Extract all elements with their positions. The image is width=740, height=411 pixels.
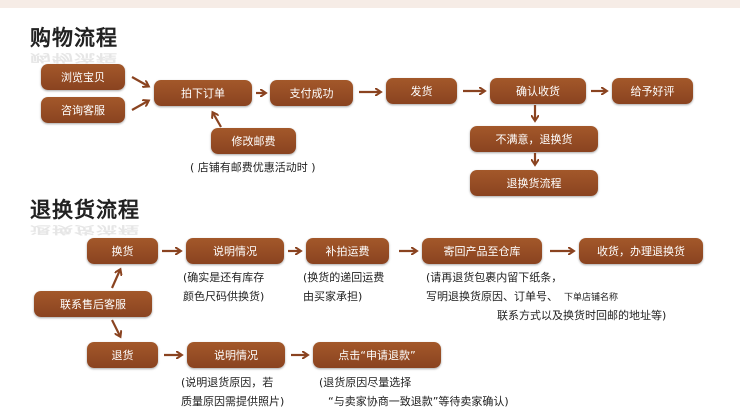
- return-flow-box: 退换货流程: [470, 170, 598, 196]
- package-note-line-3: 联系方式以及换货时回邮的地址等): [497, 309, 667, 322]
- reship-fee-box: 补拍运费: [306, 238, 389, 264]
- confirm-receipt-box: 确认收货: [490, 78, 586, 104]
- stock-note-line-1: (确实是还有库存: [183, 271, 265, 284]
- stock-note: (确实是还有库存 颜色尺码供换货): [183, 268, 264, 306]
- arrow-contact-to-exchange: [110, 270, 120, 289]
- give-review-box: 给予好评: [612, 78, 693, 104]
- fee-note: (换货的递回运费 由买家承担): [303, 268, 384, 306]
- arrow-browse-to-order: [131, 76, 148, 86]
- explain-situation-box-1: 说明情况: [186, 238, 284, 264]
- fee-note-line-1: (换货的递回运费: [303, 271, 385, 284]
- package-note-line-2: 写明退换货原因、订单号、下单店铺名称: [426, 287, 618, 308]
- reason-note-line-1: (说明退货原因，若: [181, 376, 274, 389]
- reason-note-line-2: 质量原因需提供照片): [181, 395, 285, 408]
- choose-note-line-2: “与卖家协商一致退款”等待卖家确认): [328, 395, 509, 408]
- consult-service-box: 咨询客服: [41, 97, 125, 123]
- ship-box: 发货: [386, 78, 457, 104]
- arrow-postage-to-order: [213, 113, 222, 128]
- browse-items-box: 浏览宝贝: [41, 64, 125, 90]
- refund-box: 退货: [87, 342, 158, 368]
- unsatisfied-return-box: 不满意，退换货: [470, 126, 598, 152]
- arrow-consult-to-order: [131, 101, 148, 111]
- send-back-box: 寄回产品至仓库: [422, 238, 542, 264]
- apply-refund-box: 点击“申请退款”: [313, 342, 441, 368]
- package-note-line-2a: 写明退换货原因、订单号、: [426, 290, 558, 303]
- payment-success-box: 支付成功: [270, 80, 353, 106]
- top-band: [0, 0, 740, 8]
- shopping-flow-title: 购物流程: [30, 26, 118, 50]
- contact-after-sales-box: 联系售后客服: [34, 291, 152, 317]
- arrow-contact-to-refund: [111, 319, 120, 336]
- place-order-box: 拍下订单: [154, 80, 252, 106]
- fee-note-line-2: 由买家承担): [303, 290, 363, 303]
- package-note-line-1: (请再退货包裹内留下纸条，: [426, 271, 563, 284]
- package-note-line-2b: 下单店铺名称: [564, 293, 619, 303]
- exchange-box: 换货: [87, 238, 158, 264]
- choose-note: (退货原因尽量选择 “与卖家协商一致退款”等待卖家确认): [319, 373, 509, 411]
- stock-note-line-2: 颜色尺码供换货): [183, 290, 265, 303]
- explain-situation-box-2: 说明情况: [187, 342, 285, 368]
- choose-note-line-1: (退货原因尽量选择: [319, 376, 412, 389]
- receive-exchange-box: 收货，办理退换货: [579, 238, 703, 264]
- returns-flow-title: 退换货流程: [30, 198, 140, 222]
- modify-postage-box: 修改邮费: [211, 128, 296, 154]
- postage-note: ( 店铺有邮费优惠活动时 ): [190, 161, 316, 174]
- reason-note: (说明退货原因，若 质量原因需提供照片): [181, 373, 284, 411]
- package-note: (请再退货包裹内留下纸条， 写明退换货原因、订单号、下单店铺名称: [426, 268, 618, 308]
